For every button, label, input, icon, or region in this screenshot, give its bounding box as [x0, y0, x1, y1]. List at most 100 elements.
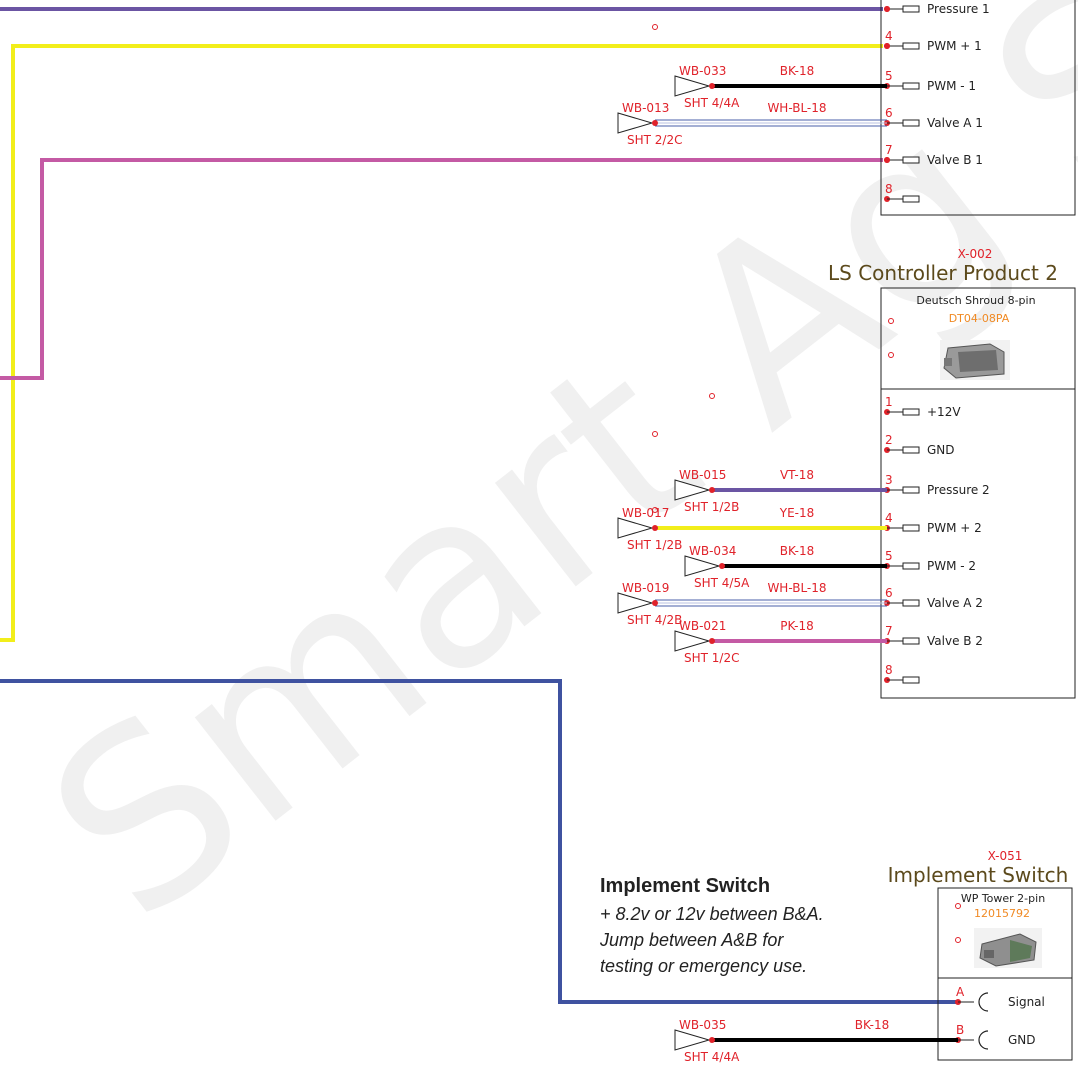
offsheet-flag-icon: [674, 1029, 711, 1051]
terminal-icon: [902, 637, 920, 645]
wire-routing: [0, 7, 958, 1004]
terminal-icon: [902, 156, 920, 164]
pin-number: 1: [885, 395, 893, 409]
pin-label: PWM - 2: [927, 559, 976, 573]
connector-x051-body: [937, 887, 1073, 1061]
stray-markers: [652, 24, 715, 513]
pin-number: 5: [885, 69, 893, 83]
connector-x002: X-002 LS Controller Product 2 Deutsch Sh…: [828, 247, 1076, 699]
connector-x051-type: WP Tower 2-pin: [961, 892, 1045, 905]
pin-label: Valve A 2: [927, 596, 983, 610]
pin-number: A: [956, 985, 965, 999]
offsheet-flag-icon: [617, 592, 654, 614]
offsheet-flag-icon: [684, 555, 721, 577]
connector-x051-title: Implement Switch: [888, 863, 1069, 887]
note-heading: Implement Switch: [600, 875, 770, 897]
terminal-icon: [902, 119, 920, 127]
connector-x002-type: Deutsch Shroud 8-pin: [916, 294, 1035, 307]
pin-label: Pressure 2: [927, 483, 990, 497]
wire-spec: BK-18: [855, 1018, 889, 1032]
wire-blue-signal: [0, 679, 958, 1004]
wire-id: WB-033: [679, 64, 726, 78]
pin-number: 5: [885, 549, 893, 563]
connector-x002-title: LS Controller Product 2: [828, 261, 1058, 285]
wire-sheet-ref: SHT 1/2B: [627, 538, 682, 552]
x051-pin-A: A Signal: [955, 985, 1045, 1012]
connector-x051-id: X-051: [988, 849, 1023, 863]
wire-id: WB-019: [622, 581, 669, 595]
implement-note: Implement Switch + 8.2v or 12v between B…: [599, 875, 824, 976]
pin-label: Valve B 1: [927, 153, 983, 167]
pin-label: Pressure 1: [927, 2, 990, 16]
offsheet-flag-icon: [617, 112, 654, 134]
wire-id: WB-017: [622, 506, 669, 520]
connector-x002-part: DT04-08PA: [949, 312, 1010, 325]
wire-id: WB-015: [679, 468, 726, 482]
pin-number: 6: [885, 586, 893, 600]
x002-pin-1: 1 +12V: [884, 395, 961, 419]
x001-pin-8: 8: [884, 182, 920, 203]
wire-id: WB-034: [689, 544, 736, 558]
wire-id: WB-021: [679, 619, 726, 633]
pin-label: GND: [927, 443, 955, 457]
wire-id: WB-035: [679, 1018, 726, 1032]
wire-spec: BK-18: [780, 64, 814, 78]
note-line-3: testing or emergency use.: [600, 956, 807, 976]
pin-number: 8: [885, 182, 893, 196]
wire-spec: WH-BL-18: [767, 101, 826, 115]
terminal-icon: [902, 524, 920, 532]
wire-spec: WH-BL-18: [767, 581, 826, 595]
terminal-icon: [902, 446, 920, 454]
pin-label: Signal: [1008, 995, 1045, 1009]
pin-number: 7: [885, 624, 893, 638]
pin-number: 2: [885, 433, 893, 447]
pin-number: 4: [885, 29, 893, 43]
pin-number: 3: [885, 473, 893, 487]
pin-label: Valve B 2: [927, 634, 983, 648]
socket-icon: [978, 1030, 989, 1050]
wire-sheet-ref: SHT 2/2C: [627, 133, 682, 147]
deutsch-connector-icon: [940, 340, 1010, 380]
watermark: Smart Ag Systems: [1, 0, 1078, 973]
x001-pin-x: Pressure 1: [884, 2, 990, 16]
pin-number: 4: [885, 511, 893, 525]
note-line-1: + 8.2v or 12v between B&A.: [600, 904, 824, 924]
wire-yellow-main: [0, 44, 883, 642]
wire-spec: VT-18: [780, 468, 814, 482]
note-line-2: Jump between A&B for: [599, 930, 784, 950]
pin-number: 7: [885, 143, 893, 157]
wire-sheet-ref: SHT 4/4A: [684, 96, 740, 110]
wire-id: WB-013: [622, 101, 669, 115]
socket-icon: [978, 992, 989, 1012]
pin-number: 6: [885, 106, 893, 120]
pin-label: +12V: [927, 405, 961, 419]
connector-x002-id: X-002: [958, 247, 993, 261]
terminal-icon: [902, 82, 920, 90]
connector-x001: [880, 0, 1076, 216]
terminal-icon: [902, 408, 920, 416]
wire-spec: BK-18: [780, 544, 814, 558]
terminal-icon: [902, 5, 920, 13]
tower-connector-icon: [974, 928, 1042, 968]
pin-label: PWM + 1: [927, 39, 982, 53]
wire-sheet-ref: SHT 4/2B: [627, 613, 682, 627]
pin-number: 8: [885, 663, 893, 677]
connector-x001-body: [880, 0, 1076, 216]
offsheet-flag-icon: [674, 630, 711, 652]
wire-spec: YE-18: [779, 506, 815, 520]
